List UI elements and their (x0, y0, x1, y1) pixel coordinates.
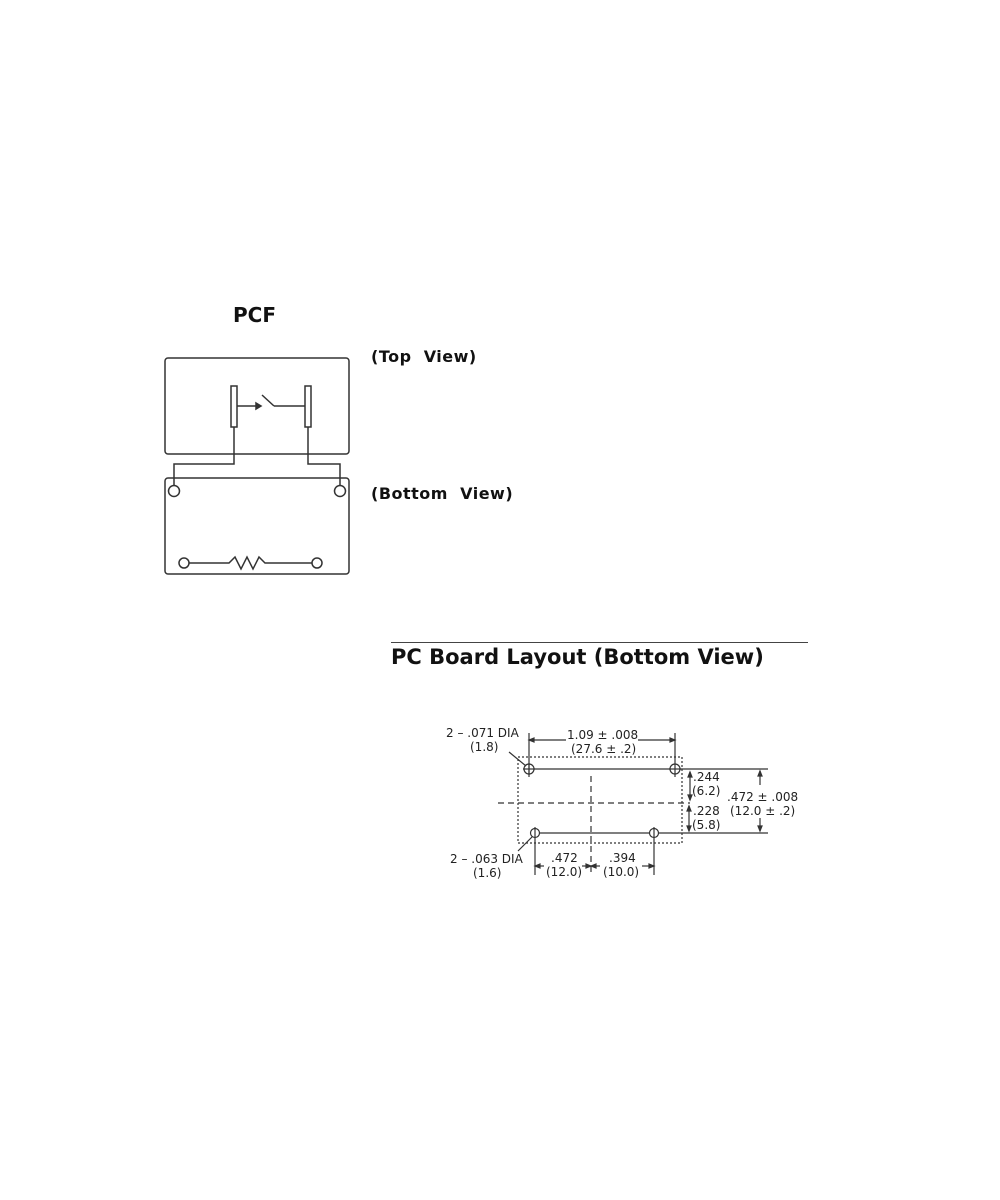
lower-spacing-dim: .228 (693, 804, 720, 818)
section-divider (391, 642, 808, 643)
lower-spacing-metric: (5.8) (692, 818, 720, 832)
small-hole-metric: (1.6) (473, 866, 501, 880)
height-dim: .472 ± .008 (727, 790, 798, 804)
width-metric: (27.6 ± .2) (571, 742, 636, 756)
bottom-view-diagram (164, 477, 350, 575)
large-hole-metric: (1.8) (470, 740, 498, 754)
width-dim: 1.09 ± .008 (567, 728, 638, 742)
small-hole-dim: 2 – .063 DIA (450, 852, 524, 866)
upper-spacing-dim: .244 (693, 770, 720, 784)
upper-spacing-metric: (6.2) (692, 784, 720, 798)
pcb-layout-title: PC Board Layout (Bottom View) (391, 645, 764, 669)
top-view-diagram (164, 357, 350, 486)
left-offset-dim: .472 (551, 851, 578, 865)
left-offset-metric: (12.0) (546, 865, 582, 879)
right-offset-dim: .394 (609, 851, 636, 865)
large-hole-dim: 2 – .071 DIA (446, 726, 520, 740)
schematic-title: PCF (233, 303, 276, 327)
resistor-icon (189, 555, 312, 571)
top-view-label: (Top View) (371, 347, 477, 366)
bottom-view-label: (Bottom View) (371, 484, 514, 503)
height-metric: (12.0 ± .2) (730, 804, 795, 818)
right-offset-metric: (10.0) (603, 865, 639, 879)
